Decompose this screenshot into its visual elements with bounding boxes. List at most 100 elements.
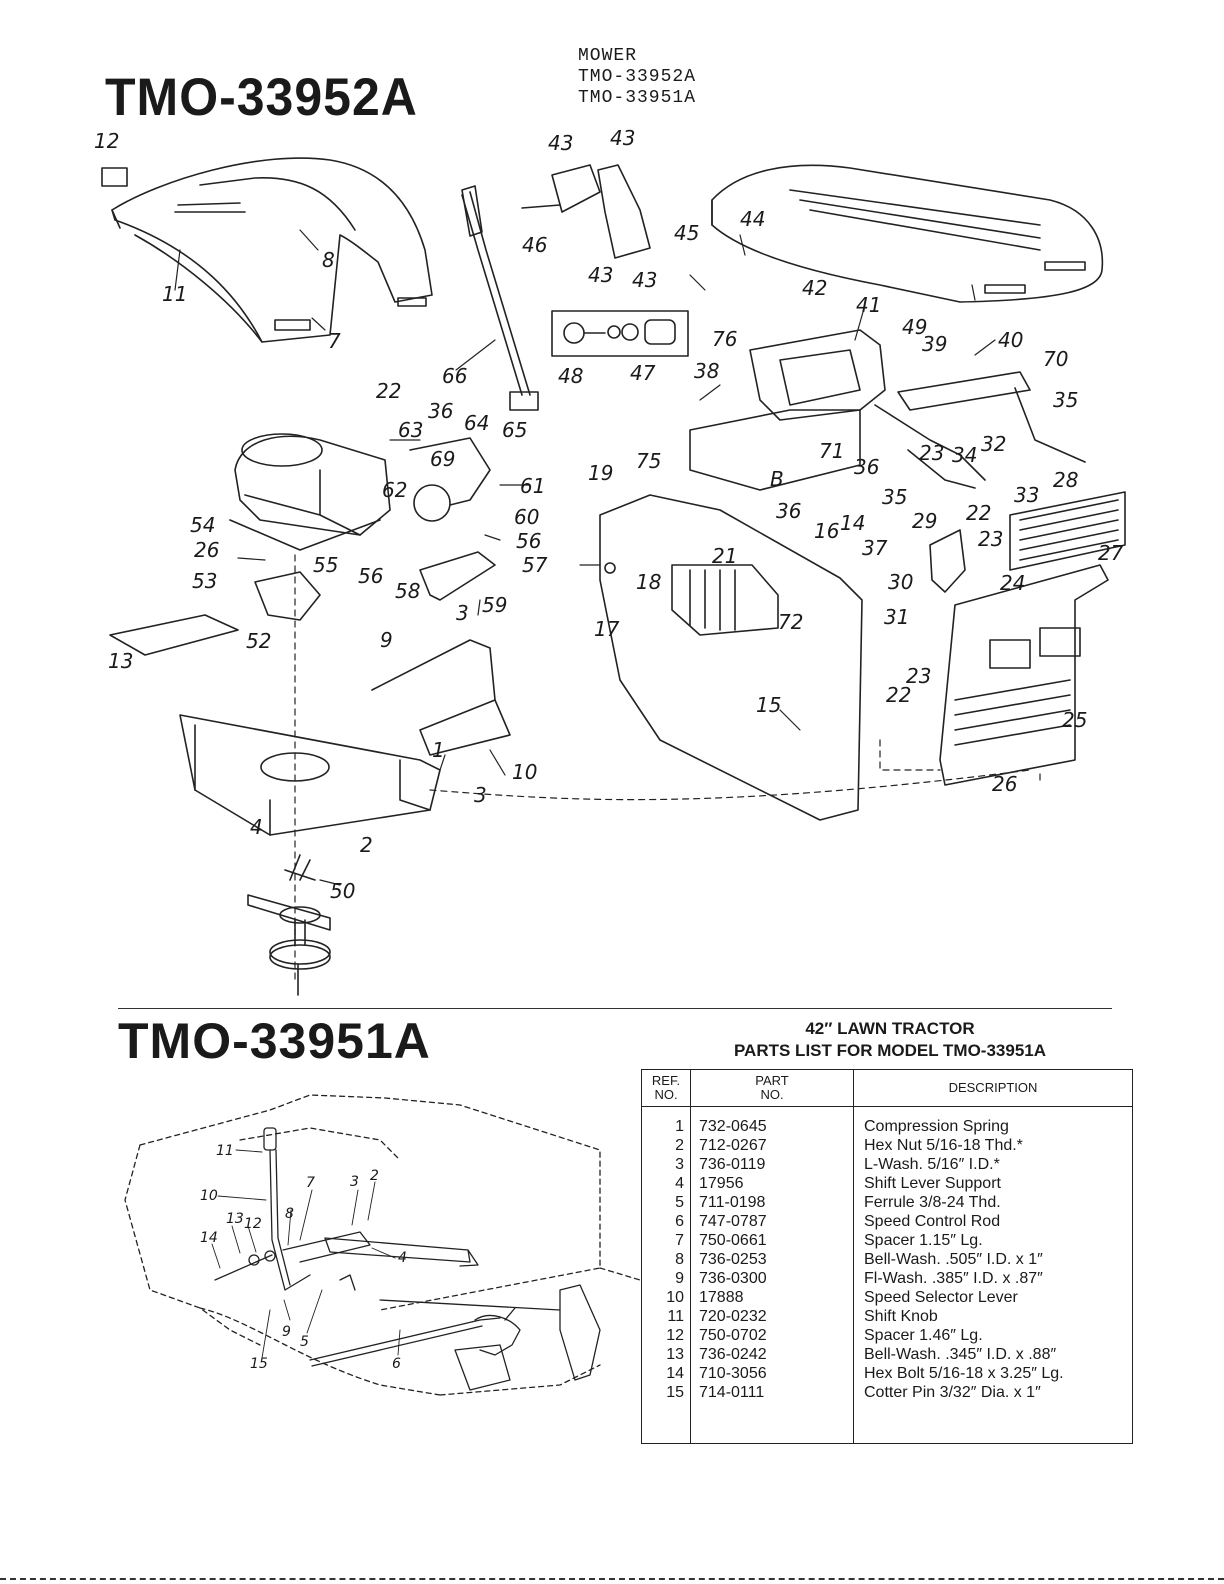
- callout-label: 3: [474, 783, 487, 807]
- table-filler-cell: [690, 1402, 854, 1444]
- callout-label: 3: [456, 601, 469, 625]
- callout-label: 25: [1062, 708, 1087, 732]
- ref-no-cell: 4: [641, 1174, 691, 1193]
- parts-list-title-line: 42″ LAWN TRACTOR: [805, 1019, 975, 1038]
- callout-label: 26: [194, 538, 219, 562]
- callout-label: 16: [814, 519, 839, 543]
- callout-label: 71: [819, 439, 844, 463]
- ref-no-cell: 1: [641, 1106, 691, 1136]
- callout-label: B: [770, 467, 784, 491]
- part-no-cell: 710-3056: [690, 1364, 854, 1383]
- description-header: DESCRIPTION: [853, 1069, 1133, 1107]
- callout-label: 32: [981, 432, 1006, 456]
- part-no-cell: 750-0702: [690, 1326, 854, 1345]
- description-cell: Compression Spring: [864, 1118, 1009, 1135]
- part-no-cell: 736-0242: [690, 1345, 854, 1364]
- description-cell: Cotter Pin 3/32″ Dia. x 1″: [864, 1384, 1041, 1401]
- callout-label: 19: [588, 461, 613, 485]
- callout-label: 56: [358, 564, 383, 588]
- callout-label: 7: [306, 1175, 315, 1191]
- callout-label: 13: [108, 649, 133, 673]
- callout-label: 9: [380, 628, 393, 652]
- callout-label: 23: [919, 441, 944, 465]
- ref-no-cell: 14: [641, 1364, 691, 1383]
- table-filler-cell: [641, 1402, 691, 1444]
- model-title-bottom: TMO-33951A: [118, 1013, 431, 1069]
- callout-label: 42: [802, 276, 827, 300]
- callout-label: 29: [912, 509, 937, 533]
- callout-label: 46: [522, 233, 547, 257]
- hood-drawing: [711, 164, 1104, 303]
- front-grille-mesh-drawing: [1009, 491, 1126, 571]
- parts-list-title-line: PARTS LIST FOR MODEL TMO-33951A: [733, 1041, 1047, 1060]
- page-bottom-rule: [0, 1578, 1224, 1580]
- callout-label: 76: [712, 327, 737, 351]
- callout-label: 45: [674, 221, 699, 245]
- description-cell: Fl-Wash. .385″ I.D. x .87″: [864, 1270, 1043, 1287]
- description-cell: L-Wash. 5/16″ I.D.*: [864, 1156, 1000, 1173]
- callout-label: 5: [300, 1334, 309, 1350]
- callout-label: 38: [694, 359, 719, 383]
- part-no-cell: 736-0119: [690, 1155, 854, 1174]
- part-no-cell: 720-0232: [690, 1307, 854, 1326]
- callout-label: 55: [313, 553, 338, 577]
- description-cell: Ferrule 3/8-24 Thd.: [864, 1194, 1001, 1211]
- callout-label: 21: [712, 544, 737, 568]
- callout-label: 22: [966, 501, 991, 525]
- hood-hinge-brackets-drawing: [521, 164, 651, 259]
- callout-label: 34: [952, 443, 977, 467]
- callout-label: 8: [322, 248, 335, 272]
- callout-label: 65: [502, 418, 527, 442]
- ignition-switch-kit-drawing: [551, 310, 689, 357]
- callout-label: 41: [856, 293, 881, 317]
- callout-label: 12: [244, 1216, 262, 1232]
- description-cell: Spacer 1.15″ Lg.: [864, 1232, 983, 1249]
- part-no-cell: 711-0198: [690, 1193, 854, 1212]
- callout-label: 14: [840, 511, 865, 535]
- callout-label: 35: [1053, 388, 1078, 412]
- ref-no-cell: 12: [641, 1326, 691, 1345]
- callout-label: 57: [522, 553, 548, 577]
- callout-label: 13: [226, 1211, 244, 1227]
- front-nose-panel-drawing: [939, 564, 1109, 786]
- callout-label: 35: [882, 485, 907, 509]
- callout-label: 15: [756, 693, 781, 717]
- callout-label: 27: [1098, 541, 1124, 565]
- callout-label: 11: [216, 1143, 234, 1159]
- description-cell: Hex Bolt 5/16-18 x 3.25″ Lg.: [864, 1365, 1064, 1382]
- callout-label: 10: [200, 1188, 218, 1204]
- exploded-parts-diagram-top: 12 11 8 7 66 43 43 46 43 43 44 45 76 48 …: [94, 126, 1126, 996]
- callout-label: 50: [330, 879, 355, 903]
- mower-heading-line: TMO-33952A: [578, 67, 697, 87]
- callout-label: 43: [632, 268, 657, 292]
- callout-label: 2: [370, 1168, 379, 1184]
- bracket-9-drawing: [371, 639, 511, 756]
- engine-drawing: [229, 433, 491, 551]
- section-divider: [118, 1008, 1112, 1009]
- part-no-cell: 712-0267: [690, 1136, 854, 1155]
- callout-label: 17: [594, 617, 620, 641]
- callout-label: 12: [94, 129, 119, 153]
- callout-label: 11: [162, 282, 187, 306]
- callout-label: 64: [464, 411, 489, 435]
- callout-label: 23: [906, 664, 931, 688]
- tractor-body-outline-drawing: [124, 1094, 641, 1396]
- part-no-cell: 714-0111: [690, 1383, 854, 1402]
- floor-mat-drawing: [109, 614, 239, 656]
- belt-guard-drawing: [419, 551, 496, 601]
- callout-label: 43: [588, 263, 613, 287]
- callout-label: 10: [512, 760, 537, 784]
- tractor-frame-drawing: [179, 714, 441, 836]
- ref-no-cell: 3: [641, 1155, 691, 1174]
- ref-no-cell: 5: [641, 1193, 691, 1212]
- callout-label: 66: [442, 364, 467, 388]
